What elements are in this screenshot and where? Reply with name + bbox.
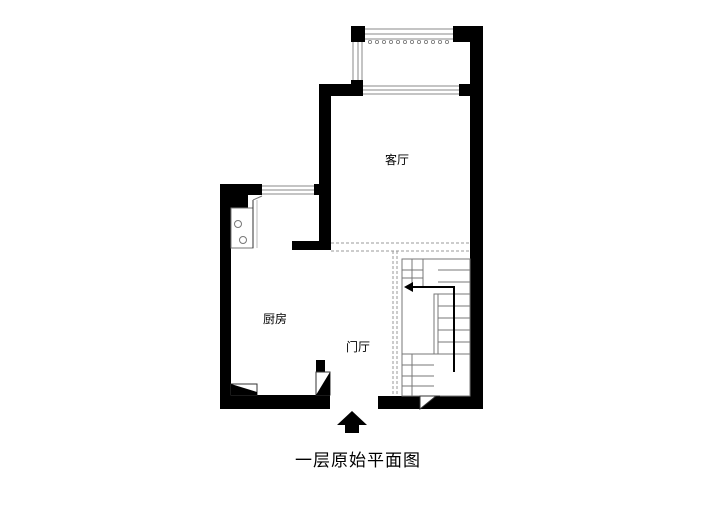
- living-room-wall-right: [470, 84, 483, 409]
- entrance-dashed-boundary: [331, 242, 470, 396]
- kitchen-wall-top-right: [314, 184, 324, 195]
- balcony-wall-right: [470, 26, 483, 96]
- kitchen-corner-fixture: [230, 383, 258, 396]
- balcony-railing-dots: [367, 40, 449, 45]
- kitchen-window: [262, 185, 314, 195]
- balcony-wall-top-left: [351, 26, 365, 42]
- staircase: [401, 258, 471, 411]
- kitchen: 厨房: [220, 184, 331, 409]
- floor-drain-icon: [234, 220, 242, 228]
- balcony-wall-top-right: [453, 26, 470, 42]
- living-room-wall-left: [319, 84, 331, 250]
- left-arrow-icon: [404, 282, 413, 292]
- living-room-label: 客厅: [385, 152, 409, 167]
- entrance-hall-label: 门厅: [346, 339, 370, 354]
- kitchen-label: 厨房: [263, 311, 287, 326]
- living-room-window: [363, 85, 459, 95]
- kitchen-wall-bottom: [220, 395, 330, 409]
- kitchen-wall-left: [220, 184, 231, 409]
- pipe-icon: [239, 236, 247, 244]
- stair-direction-arrow: [404, 282, 455, 372]
- balcony-left-window: [352, 42, 363, 80]
- entrance-wall-bottom-right: [378, 396, 483, 409]
- plan-title: 一层原始平面图: [295, 451, 421, 471]
- living-room: 客厅: [292, 84, 483, 409]
- kitchen-column: [315, 360, 331, 396]
- entrance-hall: 门厅: [331, 242, 483, 409]
- up-arrow-icon: [337, 411, 367, 433]
- balcony-top-window: [365, 28, 453, 45]
- stair-bottom-step: [419, 395, 440, 411]
- kitchen-utility-alcove: [230, 195, 263, 249]
- living-room-wall-stub: [292, 241, 331, 250]
- staircase-outline: [401, 258, 471, 397]
